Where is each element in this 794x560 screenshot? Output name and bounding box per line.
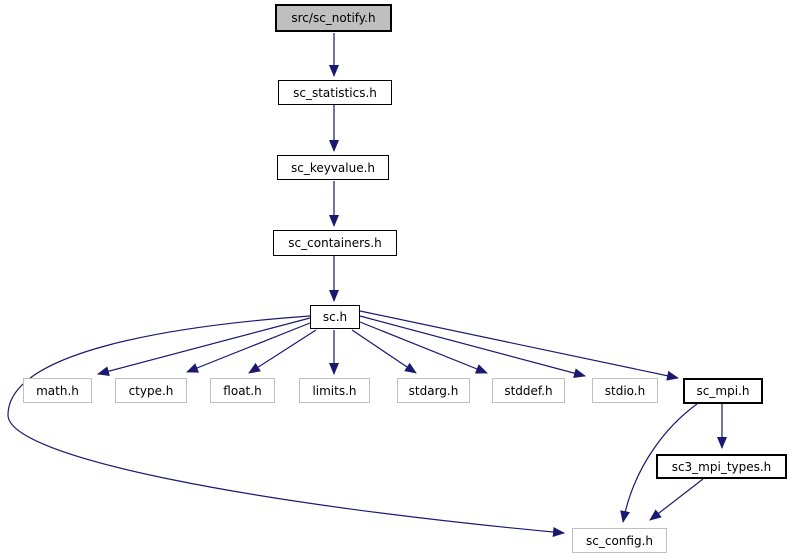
node-sc_containers-h[interactable]: sc_containers.h <box>273 230 397 256</box>
node-sc_keyvalue-h[interactable]: sc_keyvalue.h <box>277 155 389 180</box>
edge-sc_h-to-ctype_h <box>186 322 311 373</box>
node-src-sc_notify-h: src/sc_notify.h <box>275 4 392 32</box>
edge-sc_h-to-stdio_h <box>359 315 586 378</box>
edge-sc_h-to-sc_config_h <box>7 315 565 537</box>
node-ctype-h: ctype.h <box>115 378 187 403</box>
node-sc_config-h: sc_config.h <box>572 528 667 553</box>
node-sc_statistics-h[interactable]: sc_statistics.h <box>278 80 392 105</box>
node-float-h: float.h <box>210 378 275 403</box>
edge-sc_h-to-float_h <box>248 329 317 374</box>
edge-sc_mpi-to-sc_config <box>620 403 698 523</box>
node-stdio-h: stdio.h <box>592 378 658 403</box>
node-limits-h: limits.h <box>299 378 370 403</box>
edge-sc_h-to-math_h <box>97 317 311 377</box>
node-stdarg-h: stdarg.h <box>397 378 470 403</box>
node-sc_mpi-h[interactable]: sc_mpi.h <box>683 378 763 404</box>
node-stddef-h: stddef.h <box>492 378 565 403</box>
edge-sc_h-to-sc_mpi_h <box>359 310 679 381</box>
edge-sc3_mpi_types-to-sc_config <box>649 478 704 521</box>
node-sc3_mpi_types-h[interactable]: sc3_mpi_types.h <box>656 454 787 479</box>
edge-sc_h-to-stdarg_h <box>351 329 417 374</box>
edge-sc_h-to-stddef_h <box>359 321 488 374</box>
node-sc-h[interactable]: sc.h <box>310 305 360 329</box>
node-math-h: math.h <box>23 378 92 403</box>
